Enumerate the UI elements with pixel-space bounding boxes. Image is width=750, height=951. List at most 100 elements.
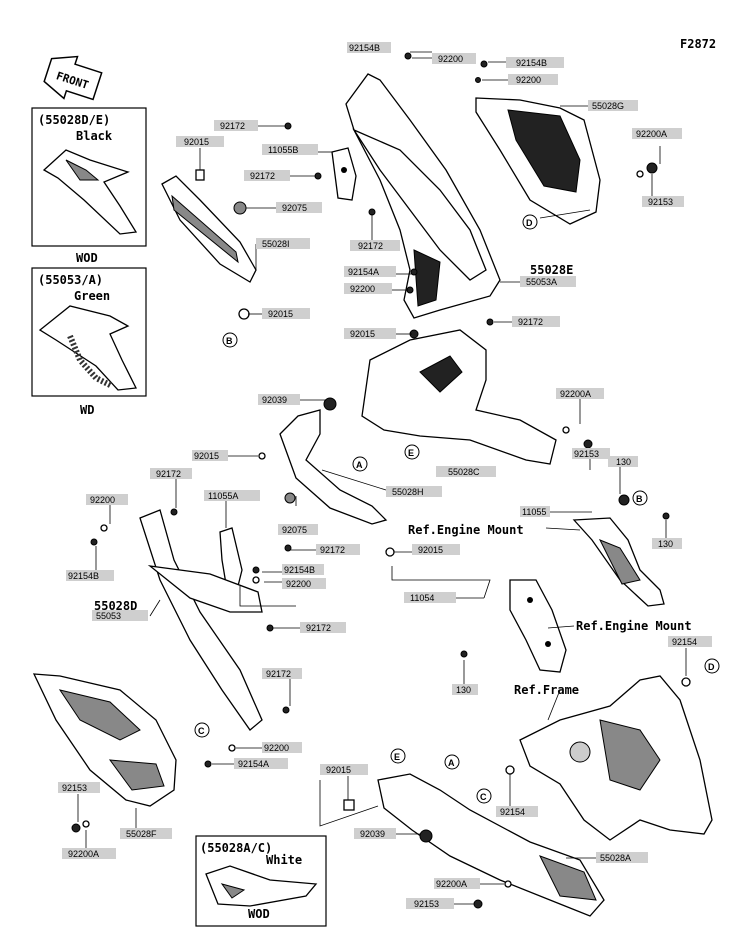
svg-text:55028F: 55028F (126, 829, 157, 839)
ref-engine-mount-1: Ref.Engine Mount (408, 523, 524, 537)
label-92154B: 92154B (506, 57, 564, 68)
label-92015: 92015 (344, 328, 396, 339)
figure-code: F2872 (680, 37, 716, 51)
marker-A-lower: A (444, 754, 460, 770)
label-11055: 11055 (520, 506, 550, 517)
label-92154: 92154 (668, 636, 712, 647)
label-55053A: 55053A (520, 276, 576, 287)
label-55028A: 55028A (596, 852, 648, 863)
marker-C-left: C (194, 722, 210, 738)
svg-text:D: D (526, 218, 533, 228)
svg-text:92200: 92200 (438, 54, 463, 64)
svg-text:11055: 11055 (522, 507, 546, 517)
label-130: 130 (652, 538, 682, 549)
marker-E-upper: E (404, 444, 420, 460)
marker-B-upper: B (222, 332, 238, 348)
label-92200A: 92200A (632, 128, 682, 139)
svg-text:11055A: 11055A (208, 491, 238, 501)
inset-model: WD (80, 403, 94, 417)
svg-text:92039: 92039 (360, 829, 385, 839)
ref-frame: Ref.Frame (514, 683, 579, 697)
svg-text:92154A: 92154A (348, 267, 379, 277)
bracket-11055b-part (331, 147, 357, 201)
svg-text:C: C (198, 726, 205, 736)
bold-label-55028D: 55028D (94, 599, 137, 613)
svg-text:92200A: 92200A (436, 879, 467, 889)
label-92200: 92200 (344, 283, 392, 294)
svg-text:55053: 55053 (96, 611, 121, 621)
label-92200: 92200 (86, 494, 128, 505)
label-92172: 92172 (316, 544, 360, 555)
svg-text:92172: 92172 (220, 121, 245, 131)
label-55028H: 55028H (386, 486, 442, 497)
label-92154A: 92154A (344, 266, 396, 277)
svg-text:C: C (480, 792, 487, 802)
marker-E-lower: E (390, 748, 406, 764)
svg-text:92153: 92153 (648, 197, 673, 207)
label-92200A: 92200A (434, 878, 480, 889)
svg-text:92172: 92172 (358, 241, 383, 251)
inset-green-variant: (55053/A) Green WD (31, 267, 147, 417)
svg-text:92200: 92200 (264, 743, 289, 753)
svg-text:92154: 92154 (500, 807, 525, 817)
circle-markers: D B A E B D C E A C (194, 214, 720, 804)
lower-cowl-f-part (32, 673, 177, 807)
svg-text:92153: 92153 (62, 783, 87, 793)
inset-black-variant: (55028D/E) Black WOD (31, 107, 147, 265)
svg-text:55028G: 55028G (592, 101, 624, 111)
label-92154B: 92154B (347, 42, 391, 53)
label-92153: 92153 (406, 898, 454, 909)
svg-text:130: 130 (456, 685, 471, 695)
label-55028G: 55028G (588, 100, 638, 111)
label-92153: 92153 (642, 196, 684, 207)
frame-part (519, 675, 713, 841)
svg-text:92015: 92015 (268, 309, 293, 319)
label-55028I: 55028I (256, 238, 310, 249)
svg-text:92172: 92172 (250, 171, 275, 181)
inset-code: (55028A/C) (200, 841, 272, 855)
inset-code: (55028D/E) (38, 113, 110, 127)
label-92015: 92015 (176, 136, 224, 147)
marker-A-upper: A (352, 456, 368, 472)
svg-text:92015: 92015 (418, 545, 443, 555)
label-92154B: 92154B (282, 564, 324, 575)
svg-text:55028H: 55028H (392, 487, 424, 497)
inset-color: Green (74, 289, 110, 303)
fasteners (71, 52, 691, 909)
bold-label-55028E: 55028E (530, 263, 573, 277)
label-55053: 55053 (92, 610, 148, 621)
inner-strip-h-part (279, 409, 388, 525)
part-labels: 92154B 92200 92154B 92200 55028G 92172 9… (58, 42, 712, 909)
svg-text:92200: 92200 (90, 495, 115, 505)
label-55028F: 55028F (120, 828, 172, 839)
engine-mount-bracket-part (572, 517, 665, 607)
label-92015: 92015 (262, 308, 310, 319)
label-92172: 92172 (300, 622, 346, 633)
svg-text:E: E (394, 752, 400, 762)
svg-text:92015: 92015 (326, 765, 351, 775)
svg-text:92154: 92154 (672, 637, 697, 647)
label-92200A: 92200A (62, 848, 116, 859)
svg-text:92075: 92075 (282, 525, 307, 535)
svg-text:92015: 92015 (350, 329, 375, 339)
label-92039: 92039 (258, 394, 300, 405)
label-92154B: 92154B (66, 570, 114, 581)
svg-text:130: 130 (616, 457, 631, 467)
svg-text:92015: 92015 (194, 451, 219, 461)
marker-C-right: C (476, 788, 492, 804)
label-92200: 92200 (508, 74, 558, 85)
svg-text:92200: 92200 (516, 75, 541, 85)
svg-text:92154B: 92154B (284, 565, 315, 575)
svg-text:11054: 11054 (410, 593, 434, 603)
svg-text:92172: 92172 (266, 669, 291, 679)
label-11054: 11054 (404, 592, 456, 603)
svg-text:92154B: 92154B (68, 571, 99, 581)
label-130: 130 (452, 684, 478, 695)
label-92172: 92172 (214, 120, 258, 131)
label-130: 130 (608, 456, 638, 467)
svg-text:D: D (708, 662, 715, 672)
inset-code: (55053/A) (38, 273, 103, 287)
bracket-11054-part (509, 579, 567, 673)
svg-text:92154A: 92154A (238, 759, 269, 769)
